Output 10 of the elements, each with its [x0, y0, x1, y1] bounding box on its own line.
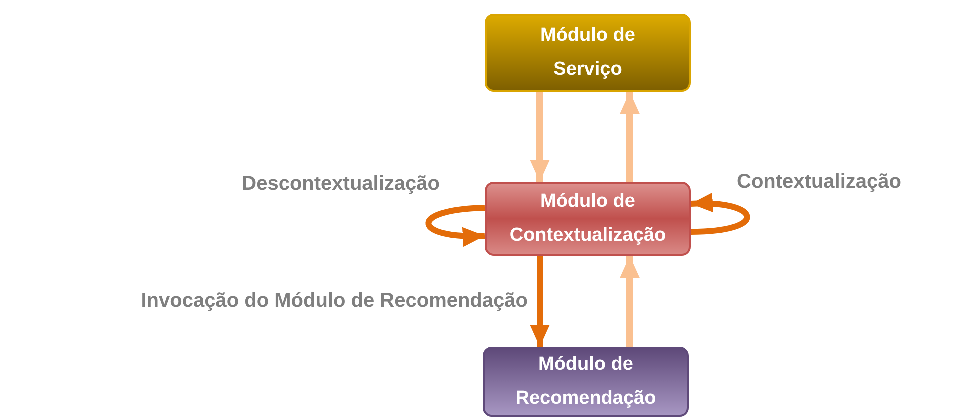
arrow: [426, 205, 486, 246]
module-box: Módulo de Contextualização: [485, 182, 691, 256]
arrow: [620, 256, 640, 347]
arrow: [530, 92, 550, 182]
module-box: Módulo de Serviço: [485, 14, 691, 92]
arrow: [620, 92, 640, 182]
edge-label: Invocação do Módulo de Recomendação: [141, 289, 528, 313]
module-box: Módulo de Recomendação: [483, 347, 689, 417]
arrow: [530, 256, 550, 347]
arrow: [690, 194, 750, 235]
